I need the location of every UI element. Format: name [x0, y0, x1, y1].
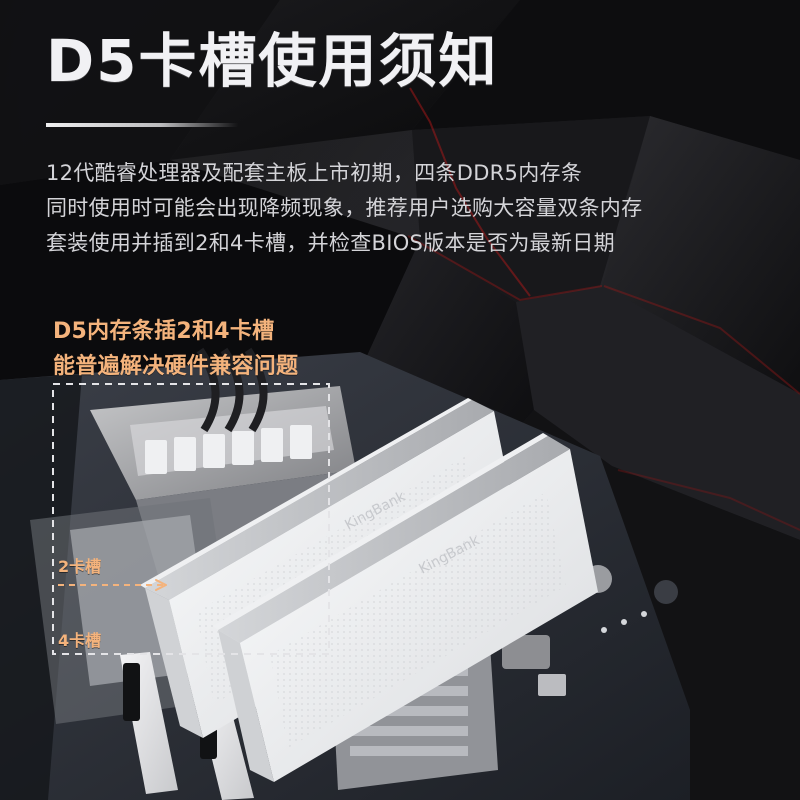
power-cable-1	[196, 347, 220, 433]
ram-module-2-side	[145, 400, 494, 600]
ram-module-4: KingBank	[213, 433, 598, 782]
power-cable-2	[220, 347, 244, 433]
slot-4-label: 4卡槽	[58, 631, 102, 650]
atx-pin-row-6	[350, 746, 468, 756]
red-glow-edge-1	[409, 87, 531, 297]
slot-2-guide-arrow-head	[155, 579, 167, 591]
bg-facet-1	[0, 0, 280, 185]
intro-line-3: 套装使用并插到2和4卡槽，并检查BIOS版本是否为最新日期	[46, 231, 615, 255]
slot-2-label: 2卡槽	[58, 557, 102, 576]
bg-facet-3	[412, 0, 800, 160]
atx-pin-row-5	[350, 726, 468, 736]
slot-recommendation-callout: D5内存条插2和4卡槽 能普遍解决硬件兼容问题	[53, 314, 298, 384]
intro-description: 12代酷睿处理器及配套主板上市初期，四条DDR5内存条 同时使用时可能会出现降频…	[46, 156, 756, 261]
bg-facet-6	[516, 286, 800, 540]
intro-line-2: 同时使用时可能会出现降频现象，推荐用户选购大容量双条内存	[46, 196, 643, 220]
red-glow-edge-4	[617, 469, 800, 531]
ram-module-4-side	[218, 436, 570, 643]
ram-module-4-dot-field	[270, 492, 566, 748]
vrm-choke-2	[174, 437, 196, 471]
red-glow-edge-3	[603, 285, 800, 395]
board-component-2	[538, 674, 566, 696]
title-underline	[46, 123, 238, 127]
board-capacitor-4	[621, 619, 627, 625]
board-capacitor-5	[601, 627, 607, 633]
callout-line-1: D5内存条插2和4卡槽	[53, 319, 275, 344]
vrm-choke-5	[261, 428, 283, 462]
atx-pin-row-4	[350, 706, 468, 716]
ram-module-2-top	[140, 398, 472, 588]
ram-module-2-front	[145, 588, 203, 738]
ram-module-4-front	[218, 630, 274, 782]
vrm-choke-1	[145, 440, 167, 474]
page-title: D5卡槽使用须知	[46, 27, 499, 95]
intro-line-1: 12代酷睿处理器及配套主板上市初期，四条DDR5内存条	[46, 161, 583, 185]
callout-line-2: 能普遍解决硬件兼容问题	[53, 354, 299, 379]
memory-slot-2-latch	[123, 663, 140, 721]
bg-facet-4	[412, 116, 650, 302]
bg-facet-5	[602, 116, 800, 394]
bg-facet-2	[170, 0, 520, 160]
vrm-choke-6	[290, 425, 312, 459]
board-component-1	[502, 635, 550, 669]
vrm-choke-3	[203, 434, 225, 468]
board-capacitor-2	[654, 580, 678, 604]
ram-module-4-top	[213, 433, 548, 630]
board-capacitor-3	[641, 611, 647, 617]
power-cable-3	[244, 347, 268, 433]
red-glow-edge-2	[407, 235, 603, 302]
callout-overlay	[52, 383, 330, 655]
vrm-choke-4	[232, 431, 254, 465]
